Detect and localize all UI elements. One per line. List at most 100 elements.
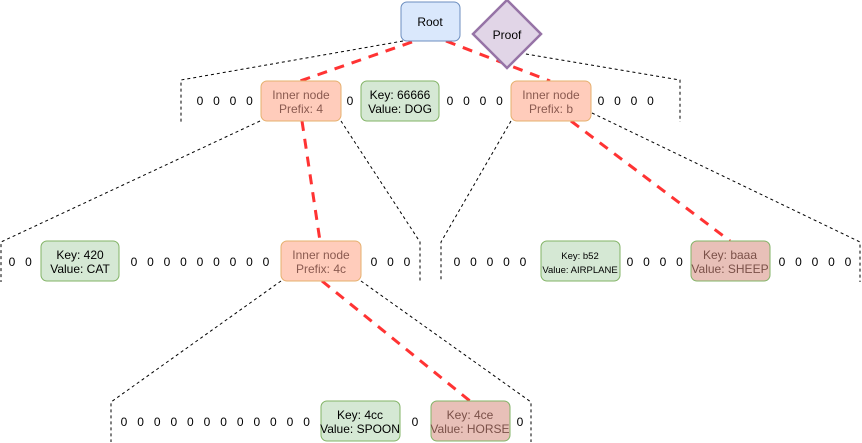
- empty-slot: 0: [627, 255, 634, 269]
- empty-slot: 0: [404, 255, 411, 269]
- empty-slot: 0: [121, 415, 128, 429]
- empty-slot: 0: [454, 255, 461, 269]
- empty-slot: 0: [230, 255, 237, 269]
- leaf-dog-value: Value: DOG: [368, 102, 432, 116]
- empty-slot: 0: [520, 255, 527, 269]
- empty-slot: 0: [643, 255, 650, 269]
- edge-inner4c-level3-left: [110, 280, 282, 442]
- empty-slot: 0: [131, 255, 138, 269]
- leaf-sheep-value: Value: SHEEP: [691, 262, 768, 276]
- empty-slot: 0: [9, 255, 16, 269]
- empty-slot: 0: [487, 255, 494, 269]
- leaf-cat-value: Value: CAT: [50, 262, 110, 276]
- proof-label: Proof: [493, 28, 522, 42]
- empty-slot: 0: [503, 255, 510, 269]
- empty-slot: 0: [213, 94, 220, 108]
- empty-slot: 0: [463, 94, 470, 108]
- inner-b-title: Inner node: [522, 88, 580, 102]
- leaf-node-cat[interactable]: Key: 420 Value: CAT: [40, 240, 120, 282]
- empty-slot: 0: [660, 255, 667, 269]
- empty-slot: 0: [779, 255, 786, 269]
- leaf-node-sheep[interactable]: Key: baaa Value: SHEEP: [690, 240, 771, 282]
- empty-slot: 0: [246, 94, 253, 108]
- proof-path-edges: [299, 39, 731, 403]
- proof-edge-inner4-inner4c: [300, 120, 322, 242]
- empty-slot: 0: [647, 94, 654, 108]
- empty-slot: 0: [517, 415, 524, 429]
- empty-slot: 0: [204, 415, 211, 429]
- edge-innerb-level2-left: [440, 120, 512, 282]
- proof-node[interactable]: Proof: [471, 0, 543, 70]
- inner-node-prefix-4[interactable]: Inner node Prefix: 4: [260, 80, 342, 122]
- empty-slot: 0: [287, 415, 294, 429]
- empty-slot: 0: [197, 94, 204, 108]
- proof-edge-inner4c-horse: [321, 279, 471, 403]
- empty-slot: 0: [371, 255, 378, 269]
- empty-slot: 0: [812, 255, 819, 269]
- inner-b-prefix: Prefix: b: [529, 102, 573, 116]
- inner-4-prefix: Prefix: 4: [279, 102, 323, 116]
- empty-slot: 0: [303, 415, 310, 429]
- empty-slot: 0: [447, 94, 454, 108]
- empty-slot: 0: [631, 94, 638, 108]
- empty-slot: 0: [187, 415, 194, 429]
- leaf-airplane-key: Key: b52: [561, 251, 599, 262]
- leaf-airplane-value: Value: AIRPLANE: [542, 265, 617, 276]
- inner-4c-prefix: Prefix: 4c: [296, 262, 346, 276]
- leaf-node-spoon[interactable]: Key: 4cc Value: SPOON: [320, 400, 401, 442]
- empty-slot: 0: [230, 94, 237, 108]
- empty-slot: 0: [263, 255, 270, 269]
- empty-slot: 0: [496, 94, 503, 108]
- empty-slot: 0: [270, 415, 277, 429]
- empty-slot: 0: [237, 415, 244, 429]
- edge-innerb-level2-right: [591, 112, 861, 282]
- empty-slot: 0: [412, 415, 419, 429]
- empty-slot: 0: [347, 94, 354, 108]
- leaf-cat-key: Key: 420: [56, 248, 104, 262]
- leaf-node-horse[interactable]: Key: 4ce Value: HORSE: [430, 400, 511, 442]
- empty-slot: 0: [180, 255, 187, 269]
- leaf-spoon-value: Value: SPOON: [320, 422, 400, 436]
- empty-slot: 0: [197, 255, 204, 269]
- empty-slot: 0: [676, 255, 683, 269]
- empty-slot: 0: [220, 415, 227, 429]
- leaf-sheep-key: Key: baaa: [703, 248, 757, 262]
- empty-slot: 0: [25, 255, 32, 269]
- leaf-spoon-key: Key: 4cc: [337, 408, 383, 422]
- tree-edges: [0, 40, 861, 442]
- proof-edge-innerb-sheep: [570, 119, 731, 243]
- empty-slot: 0: [845, 255, 852, 269]
- empty-slot: 0: [598, 94, 605, 108]
- empty-slot: 0: [480, 94, 487, 108]
- root-label: Root: [417, 15, 443, 29]
- inner-node-prefix-b[interactable]: Inner node Prefix: b: [510, 80, 592, 122]
- edge-root-level1-left: [180, 40, 404, 122]
- empty-slot: 0: [253, 415, 260, 429]
- empty-slot: 0: [387, 255, 394, 269]
- leaf-node-airplane[interactable]: Key: b52 Value: AIRPLANE: [540, 240, 621, 282]
- inner-node-prefix-4c[interactable]: Inner node Prefix: 4c: [280, 240, 362, 282]
- empty-slot: 0: [795, 255, 802, 269]
- empty-slot: 0: [470, 255, 477, 269]
- root-node[interactable]: Root: [400, 1, 461, 42]
- empty-slot: 0: [154, 415, 161, 429]
- leaf-node-dog[interactable]: Key: 66666 Value: DOG: [360, 80, 440, 122]
- empty-slot: 0: [137, 415, 144, 429]
- inner-4c-title: Inner node: [292, 248, 350, 262]
- empty-slot: 0: [170, 415, 177, 429]
- edge-inner4-level2-right: [340, 120, 421, 282]
- leaf-dog-key: Key: 66666: [370, 88, 431, 102]
- empty-slot: 0: [246, 255, 253, 269]
- empty-slot: 0: [164, 255, 171, 269]
